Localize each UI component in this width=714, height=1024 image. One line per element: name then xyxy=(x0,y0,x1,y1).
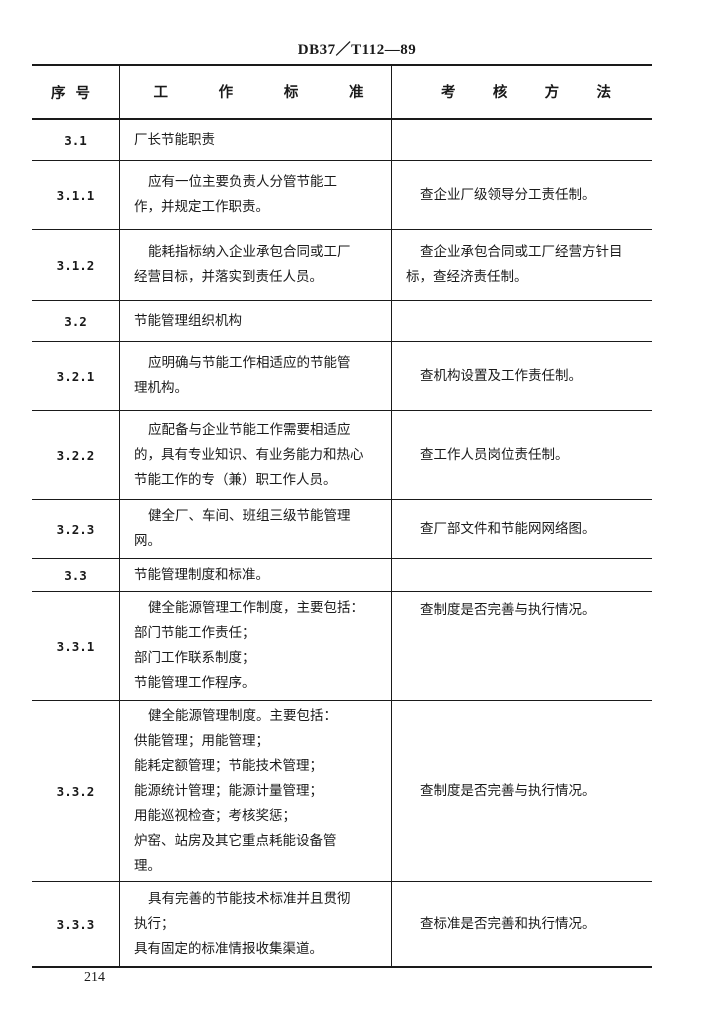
method-text: 查机构设置及工作责任制。 xyxy=(420,367,582,384)
row-method: 查机构设置及工作责任制。 xyxy=(392,342,652,410)
row-standard: 健全厂、车间、班组三级节能管理 网。 xyxy=(120,500,392,558)
method-text: 查制度是否完善与执行情况。 xyxy=(420,782,596,799)
row-method xyxy=(392,301,652,341)
standard-line: 节能工作的专（兼）职工作人员。 xyxy=(134,471,337,488)
row-method: 查厂部文件和节能网网络图。 xyxy=(392,500,652,558)
column-header-method: 考 核 方 法 xyxy=(392,66,652,118)
table-header-row: 序号 工 作 标 准 考 核 方 法 xyxy=(32,66,652,119)
table-row: 3.1.2 能耗指标纳入企业承包合同或工厂 经营目标，并落实到责任人员。 查企业… xyxy=(32,229,652,300)
row-number: 3.1 xyxy=(32,120,120,160)
standard-line: 节能管理工作程序。 xyxy=(134,675,256,691)
table-row: 3.3.1 健全能源管理工作制度，主要包括： 部门节能工作责任； 部门工作联系制… xyxy=(32,591,652,700)
standard-line: 执行； xyxy=(134,915,175,932)
table-row: 3.1.1 应有一位主要负责人分管节能工 作，并规定工作职责。 查企业厂级领导分… xyxy=(32,160,652,229)
table-row: 3.2.2 应配备与企业节能工作需要相适应 的，具有专业知识、有业务能力和热心 … xyxy=(32,410,652,499)
row-standard: 厂长节能职责 xyxy=(120,120,392,160)
method-text: 查企业厂级领导分工责任制。 xyxy=(420,186,596,203)
document-code: DB37／T112—89 xyxy=(297,42,417,58)
row-method xyxy=(392,559,652,591)
table-row: 3.3 节能管理制度和标准。 xyxy=(32,558,652,591)
method-text: 查企业承包合同或工厂经营方针目标，查经济责任制。 xyxy=(406,244,623,285)
column-header-standard-char: 准 xyxy=(348,83,364,101)
standard-line: 作，并规定工作职责。 xyxy=(134,199,269,215)
column-header-standard: 工 作 标 准 xyxy=(120,66,392,118)
row-method: 查工作人员岗位责任制。 xyxy=(392,411,652,499)
column-header-method-char: 法 xyxy=(596,83,611,101)
column-header-standard-char: 作 xyxy=(218,83,234,101)
row-number: 3.2.2 xyxy=(32,411,120,499)
standard-line: 用能巡视检查；考核奖惩； xyxy=(134,807,296,824)
standard-line: 经营目标，并落实到责任人员。 xyxy=(134,269,323,285)
standard-line: 理。 xyxy=(134,857,161,874)
standard-line: 节能管理制度和标准。 xyxy=(134,566,269,583)
standard-line: 理机构。 xyxy=(134,380,188,396)
row-standard: 节能管理制度和标准。 xyxy=(120,559,392,591)
standard-line: 具有完善的节能技术标准并且贯彻 xyxy=(148,890,351,907)
row-number: 3.2.1 xyxy=(32,342,120,410)
standard-line: 应有一位主要负责人分管节能工 xyxy=(148,174,337,190)
standard-line: 网。 xyxy=(134,533,161,549)
method-text: 查制度是否完善与执行情况。 xyxy=(420,602,596,618)
row-method: 查企业承包合同或工厂经营方针目标，查经济责任制。 xyxy=(392,230,652,300)
row-standard: 应配备与企业节能工作需要相适应 的，具有专业知识、有业务能力和热心 节能工作的专… xyxy=(120,411,392,499)
row-number: 3.2.3 xyxy=(32,500,120,558)
row-standard: 能耗指标纳入企业承包合同或工厂 经营目标，并落实到责任人员。 xyxy=(120,230,392,300)
row-number: 3.3 xyxy=(32,559,120,591)
row-number: 3.1.2 xyxy=(32,230,120,300)
standard-line: 节能管理组织机构 xyxy=(134,312,242,329)
column-header-num: 序号 xyxy=(32,66,120,118)
standard-line: 炉窑、站房及其它重点耗能设备管 xyxy=(134,832,337,849)
standard-line: 厂长节能职责 xyxy=(134,131,215,148)
row-number: 3.3.2 xyxy=(32,701,120,881)
column-header-method-char: 考 xyxy=(441,83,456,101)
standards-table: 序号 工 作 标 准 考 核 方 法 3.1 厂长节能职责 xyxy=(32,64,652,968)
row-number: 3.2 xyxy=(32,301,120,341)
row-method: 查制度是否完善与执行情况。 xyxy=(392,701,652,881)
standard-line: 的，具有专业知识、有业务能力和热心 xyxy=(134,446,364,463)
table-row: 3.3.2 健全能源管理制度。主要包括： 供能管理；用能管理； 能耗定额管理；节… xyxy=(32,700,652,881)
row-standard: 具有完善的节能技术标准并且贯彻 执行； 具有固定的标准情报收集渠道。 xyxy=(120,882,392,966)
row-method: 查制度是否完善与执行情况。 xyxy=(392,592,652,700)
method-text: 查厂部文件和节能网网络图。 xyxy=(420,520,596,537)
standard-line: 部门节能工作责任； xyxy=(134,625,256,641)
standard-line: 应明确与节能工作相适应的节能管 xyxy=(148,355,351,371)
row-number: 3.3.3 xyxy=(32,882,120,966)
method-text: 查标准是否完善和执行情况。 xyxy=(420,915,596,932)
standard-line: 能源统计管理；能源计量管理； xyxy=(134,782,323,799)
column-header-method-char: 方 xyxy=(544,83,560,101)
row-standard: 应明确与节能工作相适应的节能管 理机构。 xyxy=(120,342,392,410)
standard-line: 应配备与企业节能工作需要相适应 xyxy=(148,421,351,438)
method-text: 查工作人员岗位责任制。 xyxy=(420,446,569,463)
row-standard: 节能管理组织机构 xyxy=(120,301,392,341)
standard-line: 能耗指标纳入企业承包合同或工厂 xyxy=(148,244,351,260)
row-method: 查企业厂级领导分工责任制。 xyxy=(392,161,652,229)
table-row: 3.3.3 具有完善的节能技术标准并且贯彻 执行； 具有固定的标准情报收集渠道。… xyxy=(32,881,652,966)
table-row: 3.1 厂长节能职责 xyxy=(32,119,652,160)
row-method: 查标准是否完善和执行情况。 xyxy=(392,882,652,966)
table-row: 3.2 节能管理组织机构 xyxy=(32,300,652,341)
column-header-standard-char: 工 xyxy=(153,83,169,101)
row-standard: 应有一位主要负责人分管节能工 作，并规定工作职责。 xyxy=(120,161,392,229)
row-standard: 健全能源管理制度。主要包括： 供能管理；用能管理； 能耗定额管理；节能技术管理；… xyxy=(120,701,392,881)
standard-line: 能耗定额管理；节能技术管理； xyxy=(134,757,323,774)
table-row: 3.2.3 健全厂、车间、班组三级节能管理 网。 查厂部文件和节能网网络图。 xyxy=(32,499,652,558)
row-standard: 健全能源管理工作制度，主要包括： 部门节能工作责任； 部门工作联系制度； 节能管… xyxy=(120,592,392,700)
standard-line: 健全厂、车间、班组三级节能管理 xyxy=(148,508,351,524)
row-number: 3.3.1 xyxy=(32,592,120,700)
standard-line: 健全能源管理工作制度，主要包括： xyxy=(148,600,364,616)
table-row: 3.2.1 应明确与节能工作相适应的节能管 理机构。 查机构设置及工作责任制。 xyxy=(32,341,652,410)
page-number: 214 xyxy=(84,970,105,985)
standard-line: 供能管理；用能管理； xyxy=(134,732,269,749)
standard-line: 部门工作联系制度； xyxy=(134,650,256,666)
standard-line: 具有固定的标准情报收集渠道。 xyxy=(134,940,323,957)
column-header-standard-char: 标 xyxy=(283,83,299,101)
row-number: 3.1.1 xyxy=(32,161,120,229)
row-method xyxy=(392,120,652,160)
column-header-method-char: 核 xyxy=(492,83,508,101)
standard-line: 健全能源管理制度。主要包括： xyxy=(148,707,337,724)
